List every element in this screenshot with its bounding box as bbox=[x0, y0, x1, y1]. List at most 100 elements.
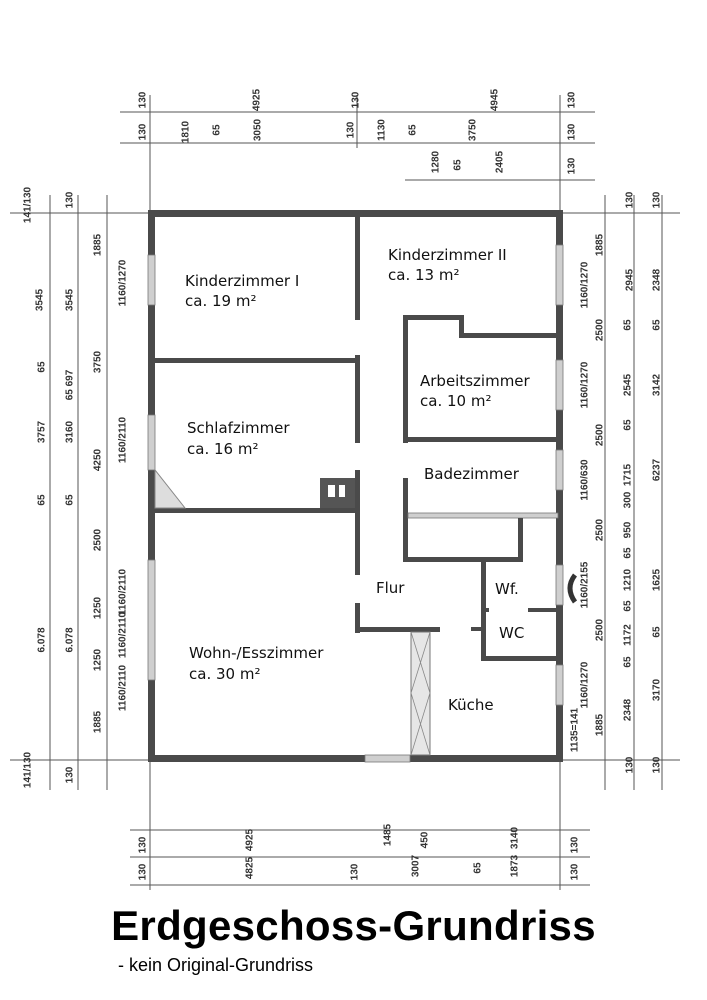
dimension-label: 65 bbox=[37, 494, 48, 506]
dimension-label: 65 bbox=[652, 319, 663, 331]
dimension-label: 1885 bbox=[595, 713, 606, 736]
dimension-label: 2500 bbox=[595, 318, 606, 341]
dimension-label: 65 bbox=[652, 626, 663, 638]
dimension-label: 1160/630 bbox=[580, 459, 591, 501]
page-title: Erdgeschoss-Grundriss bbox=[111, 902, 596, 949]
dimension-label: 130 bbox=[65, 191, 76, 208]
dimension-label: 141/130 bbox=[23, 751, 34, 788]
dimension-label: 65 bbox=[623, 419, 634, 431]
dimension-label: 130 bbox=[625, 191, 636, 208]
dimension-label: 4925 bbox=[245, 828, 256, 851]
dimension-label: 1210 bbox=[623, 568, 634, 591]
dimension-label: 130 bbox=[567, 157, 578, 174]
dimension-label: 1885 bbox=[93, 233, 104, 256]
room-labels: Kinderzimmer I ca. 19 m² Kinderzimmer II… bbox=[185, 246, 531, 714]
dimension-label: 130 bbox=[138, 91, 149, 108]
dimension-label: 1172 bbox=[623, 624, 634, 646]
dimension-label: 65 bbox=[623, 547, 634, 559]
dimension-label: 2500 bbox=[595, 618, 606, 641]
dimension-label: 2348 bbox=[623, 698, 634, 721]
room-wohnzimmer-name: Wohn-/Esszimmer bbox=[189, 644, 324, 662]
room-wc-name: WC bbox=[499, 624, 524, 642]
dimension-label: 65 bbox=[37, 361, 48, 373]
room-kinderzimmer-1-area: ca. 19 m² bbox=[185, 292, 256, 310]
dimension-label: 1625 bbox=[652, 568, 663, 591]
dimension-label: 3142 bbox=[652, 373, 663, 396]
dimension-label: 3140 bbox=[510, 826, 521, 849]
dimension-label: 3750 bbox=[93, 350, 104, 373]
entrance-arrow-icon bbox=[567, 573, 578, 604]
dimension-lines bbox=[10, 95, 680, 890]
dimension-label: 1130 bbox=[377, 119, 388, 141]
dimension-label: 130 bbox=[138, 836, 149, 853]
dimension-label: 3545 bbox=[65, 288, 76, 311]
dimension-label: 3050 bbox=[253, 118, 264, 141]
page-subtitle: - kein Original-Grundriss bbox=[118, 955, 314, 975]
dimension-label: 1250 bbox=[93, 596, 104, 619]
dimension-label: 6.078 bbox=[37, 627, 48, 652]
dimension-label: 1885 bbox=[93, 710, 104, 733]
dimension-label: 130 bbox=[138, 123, 149, 140]
dimension-label: 130 bbox=[570, 863, 581, 880]
dimension-label: 130 bbox=[346, 121, 357, 138]
dimension-label: 65 bbox=[212, 124, 223, 136]
dimension-label: 1160/1270 bbox=[580, 261, 591, 308]
dimension-label: 130 bbox=[625, 756, 636, 773]
room-flur-name: Flur bbox=[376, 579, 405, 597]
dimension-label: 2945 bbox=[625, 268, 636, 291]
dimension-label: 1160/2110 bbox=[118, 416, 129, 463]
dimension-label: 4825 bbox=[245, 856, 256, 879]
room-arbeitszimmer-area: ca. 10 m² bbox=[420, 392, 491, 410]
dimension-label: 450 bbox=[420, 831, 431, 848]
dimension-label: 130 bbox=[567, 91, 578, 108]
chimney bbox=[320, 478, 355, 508]
dimension-label: 2500 bbox=[595, 423, 606, 446]
walls bbox=[147, 210, 564, 763]
dimension-label: 130 bbox=[652, 756, 663, 773]
dimension-label: 65 bbox=[453, 159, 464, 171]
dimension-label: 1160/2155 bbox=[580, 561, 591, 608]
dimension-label: 6.078 bbox=[65, 627, 76, 652]
dimension-label: 1160/2110 bbox=[118, 611, 129, 658]
dimension-label: 130 bbox=[138, 863, 149, 880]
dimension-label: 1485 bbox=[383, 823, 394, 846]
dimension-label: 1873 bbox=[510, 854, 521, 877]
dimension-label: 2348 bbox=[652, 268, 663, 291]
dimension-label: 300 bbox=[623, 491, 634, 508]
dimension-label: 65 bbox=[473, 862, 484, 874]
dimension-label: 65 bbox=[65, 494, 76, 506]
room-wohnzimmer-area: ca. 30 m² bbox=[189, 665, 260, 683]
room-schlafzimmer-area: ca. 16 m² bbox=[187, 440, 258, 458]
dimension-label: 3007 bbox=[411, 854, 422, 877]
dimension-label: 1280 bbox=[431, 150, 442, 173]
dimension-label: 65 bbox=[623, 656, 634, 668]
dimension-label: 1160/1270 bbox=[580, 661, 591, 708]
room-schlafzimmer-name: Schlafzimmer bbox=[187, 419, 290, 437]
dimension-label: 4945 bbox=[490, 88, 501, 111]
dimension-label: 4250 bbox=[93, 448, 104, 471]
dimension-label: 1160/2110 bbox=[118, 568, 129, 615]
dimension-label: 1715 bbox=[623, 463, 634, 486]
room-arbeitszimmer-name: Arbeitszimmer bbox=[420, 372, 531, 390]
dimension-label: 2545 bbox=[623, 373, 634, 396]
dimension-label: 130 bbox=[567, 123, 578, 140]
dimension-label: 2500 bbox=[93, 528, 104, 551]
dimension-label: 65 bbox=[623, 600, 634, 612]
dimension-label: 65 bbox=[623, 319, 634, 331]
dimension-label: 1135=141 bbox=[570, 707, 581, 752]
room-wf-name: Wf. bbox=[495, 580, 519, 598]
dimension-label: 3757 bbox=[37, 420, 48, 443]
dimension-label: 1250 bbox=[93, 648, 104, 671]
dimension-label: 2500 bbox=[595, 518, 606, 541]
dimension-label: 130 bbox=[652, 191, 663, 208]
dimension-label: 130 bbox=[570, 836, 581, 853]
room-kinderzimmer-1-name: Kinderzimmer I bbox=[185, 272, 299, 290]
dimension-label: 130 bbox=[351, 91, 362, 108]
dimension-label: 4925 bbox=[252, 88, 263, 111]
dimension-label: 130 bbox=[65, 766, 76, 783]
room-badezimmer-name: Badezimmer bbox=[424, 465, 520, 483]
dimension-label: 130 bbox=[350, 863, 361, 880]
dimension-label: 2405 bbox=[495, 150, 506, 173]
